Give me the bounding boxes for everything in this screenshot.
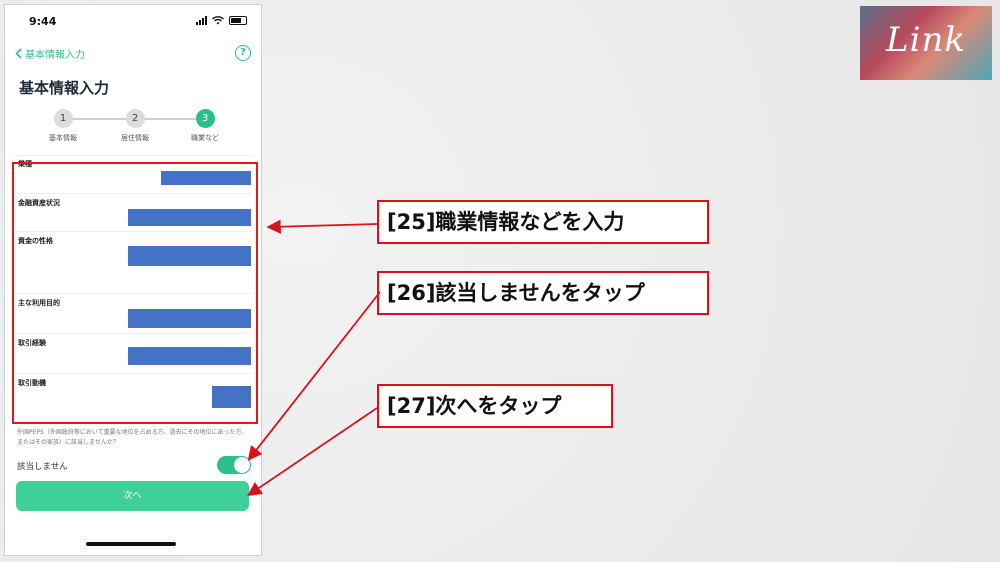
redacted-value (161, 171, 251, 185)
help-icon[interactable]: ? (235, 45, 251, 61)
redacted-value (128, 209, 251, 226)
redacted-value (212, 386, 251, 408)
step-label: 居住情報 (121, 134, 149, 142)
field-label: 取引経験 (18, 339, 46, 347)
field-label: 取引動機 (18, 379, 46, 387)
peps-toggle-row: 該当しません (17, 456, 251, 476)
step-connector (71, 118, 135, 120)
step-label: 職業など (191, 134, 219, 142)
callout-27: [27]次へをタップ (377, 384, 613, 428)
battery-icon (229, 16, 247, 25)
step-1: 1 基本情報 (33, 109, 93, 143)
purpose-field[interactable]: 主な利用目的 (15, 293, 253, 333)
progress-stepper: 1 基本情報 2 居住情報 3 職業など (5, 109, 261, 149)
back-button[interactable]: 基本情報入力 (15, 46, 85, 61)
highlight-box (12, 162, 258, 424)
step-number: 2 (125, 109, 145, 128)
step-number: 1 (53, 109, 73, 128)
phone-screen: 9:44 基本情報入力 ? 基本情報入力 1 基本情報 (4, 4, 262, 556)
field-label: 業種 (18, 160, 32, 168)
callout-26: [26]該当しませんをタップ (377, 271, 709, 315)
arrow-26 (247, 291, 381, 461)
toggle-label: 該当しません (17, 462, 68, 472)
link-logo: Link (860, 6, 992, 80)
next-button[interactable]: 次へ (16, 481, 249, 511)
toggle-knob (234, 457, 250, 473)
redacted-value (128, 347, 251, 365)
status-icons (196, 16, 247, 25)
field-label: 資金の性格 (18, 237, 53, 245)
trading-motive-field[interactable]: 取引動機 (15, 373, 253, 419)
status-time: 9:44 (29, 15, 57, 28)
peps-question: 外国PEPS（外国政府等において重要な地位を占める方、過去にその地位にあった方、… (17, 429, 248, 446)
step-3: 3 職業など (175, 109, 235, 143)
field-label: 主な利用目的 (18, 299, 60, 307)
wifi-icon (212, 16, 224, 25)
logo-text: Link (886, 20, 966, 60)
step-2: 2 居住情報 (105, 109, 165, 143)
industry-field[interactable]: 業種 (15, 155, 253, 193)
status-bar: 9:44 (5, 5, 261, 35)
back-label: 基本情報入力 (25, 50, 85, 61)
step-number: 3 (195, 109, 215, 128)
field-label: 金融資産状況 (18, 199, 60, 207)
nav-bar: 基本情報入力 ? (5, 43, 261, 65)
home-indicator (86, 542, 176, 546)
signal-icon (196, 16, 207, 25)
callout-25: [25]職業情報などを入力 (377, 200, 709, 244)
chevron-left-icon (15, 48, 22, 59)
redacted-value (128, 309, 251, 328)
arrow-27 (247, 407, 378, 497)
peps-toggle[interactable] (217, 456, 251, 474)
step-label: 基本情報 (49, 134, 77, 142)
page-title: 基本情報入力 (19, 79, 110, 97)
redacted-value (128, 246, 251, 266)
fund-nature-field[interactable]: 資金の性格 (15, 231, 253, 293)
financial-assets-field[interactable]: 金融資産状況 (15, 193, 253, 231)
trading-experience-field[interactable]: 取引経験 (15, 333, 253, 373)
step-connector (145, 118, 199, 120)
arrow-25 (266, 219, 378, 234)
